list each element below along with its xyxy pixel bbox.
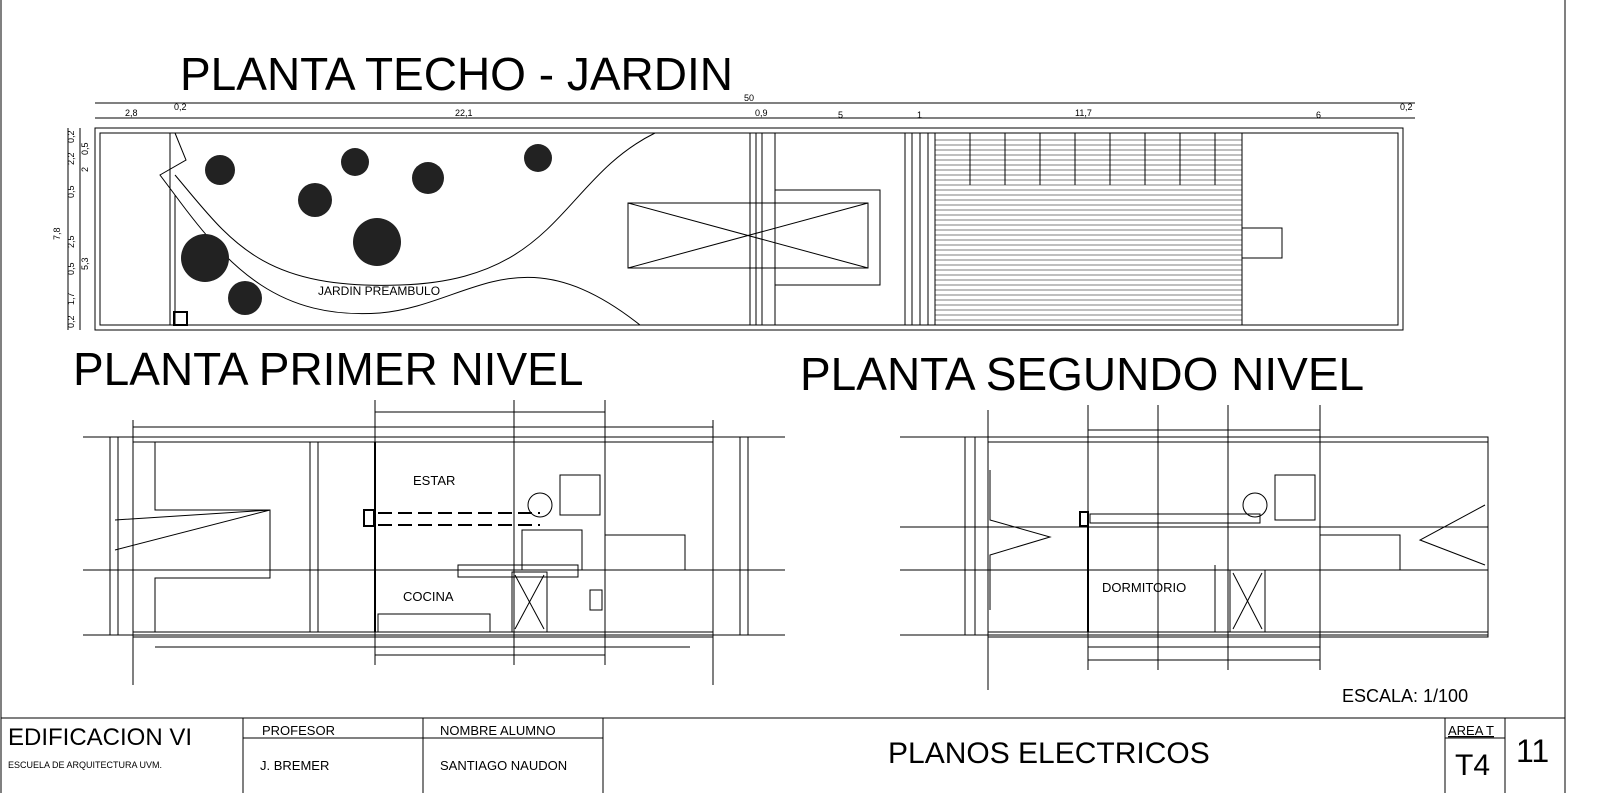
dim: 0,5 bbox=[66, 262, 76, 275]
student-name: SANTIAGO NAUDON bbox=[440, 758, 567, 773]
room-label-dormitorio: DORMITORIO bbox=[1102, 580, 1186, 595]
sheet-title: PLANOS ELECTRICOS bbox=[888, 737, 1210, 770]
dim: 1 bbox=[917, 110, 922, 120]
dim: 0,2 bbox=[1400, 102, 1413, 112]
dim: 7,8 bbox=[52, 227, 62, 240]
dim: 22,1 bbox=[455, 108, 473, 118]
course-name: EDIFICACION VI bbox=[8, 724, 192, 751]
dim: 2,2 bbox=[66, 152, 76, 165]
dim: 2 bbox=[80, 167, 90, 172]
sheet-number: 11 bbox=[1516, 733, 1549, 769]
roof-plan: 2,8 0,2 22,1 50 0,9 5 1 11,7 6 0,2 0,2 1… bbox=[52, 93, 1415, 331]
school-name: ESCUELA DE ARQUITECTURA UVM. bbox=[8, 760, 162, 770]
dim: 2,8 bbox=[125, 108, 138, 118]
dim: 0,2 bbox=[174, 102, 187, 112]
dim: 50 bbox=[744, 93, 754, 103]
first-plan-title: PLANTA PRIMER NIVEL bbox=[73, 343, 583, 395]
area-value: T4 bbox=[1455, 749, 1490, 782]
dim: 0,2 bbox=[66, 130, 76, 143]
dim: 5,3 bbox=[80, 257, 90, 270]
first-level-plan: ESTAR COCINA bbox=[83, 400, 785, 685]
room-label-estar: ESTAR bbox=[413, 473, 455, 488]
area-label: AREA T bbox=[1448, 723, 1494, 738]
scale-label: ESCALA: 1/100 bbox=[1342, 686, 1468, 706]
second-level-plan: DORMITORIO bbox=[900, 405, 1489, 690]
dim: 0,9 bbox=[755, 108, 768, 118]
dim: 11,7 bbox=[1075, 108, 1092, 118]
second-plan-title: PLANTA SEGUNDO NIVEL bbox=[800, 348, 1364, 400]
professor-label: PROFESOR bbox=[262, 723, 335, 738]
room-label-jardin: JARDIN PREAMBULO bbox=[318, 284, 440, 298]
student-label: NOMBRE ALUMNO bbox=[440, 723, 556, 738]
dim: 2,5 bbox=[66, 235, 76, 248]
dim: 6 bbox=[1316, 110, 1321, 120]
dim: 0,2 bbox=[66, 315, 76, 328]
professor-name: J. BREMER bbox=[260, 758, 329, 773]
dim: 0,5 bbox=[80, 142, 90, 155]
dim: 5 bbox=[838, 110, 843, 120]
room-label-cocina: COCINA bbox=[403, 589, 454, 604]
title-block: EDIFICACION VI ESCUELA DE ARQUITECTURA U… bbox=[1, 717, 1565, 793]
roof-plan-title: PLANTA TECHO - JARDIN bbox=[180, 48, 733, 100]
dim: 0,5 bbox=[66, 185, 76, 198]
sheet-border bbox=[0, 0, 1566, 793]
dim: 1,7 bbox=[66, 292, 76, 305]
